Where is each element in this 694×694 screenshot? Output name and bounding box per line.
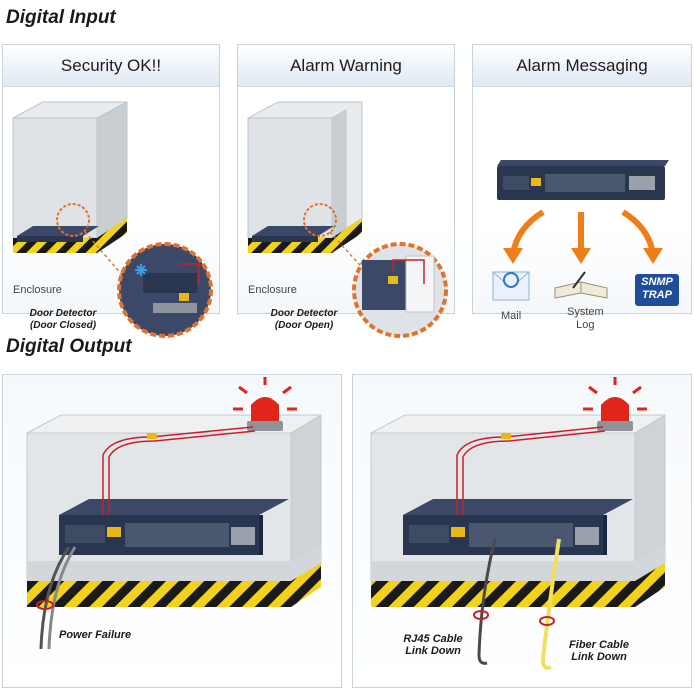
fault-marker-rj45 (473, 610, 489, 620)
fault-marker (36, 600, 54, 610)
network-switch (497, 160, 669, 200)
detector-spot (56, 203, 90, 237)
mail-icon (492, 271, 530, 301)
syslog-label-line1: System (567, 306, 604, 318)
panel-link-down: RJ45 Cable Link Down Fiber Cable Link Do… (352, 374, 692, 688)
snmp-label-line1: SNMP (641, 276, 673, 288)
snmp-trap-text: SNMP TRAP (635, 276, 679, 302)
network-switch (403, 499, 633, 555)
fiber-label-line1: Fiber Cable (569, 639, 629, 651)
fault-marker-fiber (539, 616, 555, 626)
detector-label-text: Door Detector (270, 308, 338, 319)
enclosure-closed-illustration (12, 101, 213, 338)
panel-body: Enclosure Door Detector (Door Open) (238, 88, 454, 338)
snmp-trap-icon (635, 274, 679, 306)
arrow-to-snmp (621, 209, 656, 255)
messaging-illustration (492, 160, 679, 306)
network-switch (59, 499, 289, 555)
digital-input-title: Digital Input (6, 7, 116, 28)
door-detector-label: Door Detector (Door Closed) (13, 308, 113, 332)
panel-security-ok: Security OK!! (2, 44, 220, 338)
rj45-label-line2: Link Down (405, 645, 461, 657)
power-failure-illustration (26, 377, 322, 650)
fiber-cable (540, 538, 561, 670)
panel-alarm-messaging: Alarm Messaging (472, 44, 692, 331)
panel-body: Mail System Log SNMP TRAP (473, 88, 691, 331)
fiber-link-down-label: Fiber Cable Link Down (559, 639, 639, 663)
panel-body: Enclosure Door Detector (Door Closed) (3, 88, 219, 338)
rj45-cable (477, 538, 497, 665)
enclosure-open-illustration (247, 101, 448, 338)
detector-spot (303, 203, 337, 237)
hazard-stripes (371, 563, 665, 607)
digital-output-title: Digital Output (6, 336, 132, 357)
power-cable (39, 546, 71, 650)
hazard-stripes (13, 218, 127, 253)
panel-power-failure: Power Failure (2, 374, 342, 688)
alarm-beacon-icon (583, 377, 647, 431)
alarm-beacon-icon (233, 377, 297, 431)
hazard-stripes (248, 218, 362, 253)
detector-state-text: (Door Open) (274, 320, 334, 331)
arrow-to-mail (510, 209, 545, 255)
panel-heading: Security OK!! (3, 45, 219, 87)
enclosure-label: Enclosure (13, 284, 62, 296)
syslog-label: System Log (567, 306, 604, 332)
rj45-label-line1: RJ45 Cable (403, 633, 463, 645)
hazard-stripes (27, 563, 321, 607)
syslog-label-line2: Log (576, 319, 595, 331)
sparkle-icon (135, 264, 147, 276)
door-detector-label: Door Detector (Door Open) (254, 308, 354, 332)
syslog-book-icon (554, 271, 608, 299)
rj45-link-down-label: RJ45 Cable Link Down (393, 633, 473, 657)
link-down-illustration (370, 377, 666, 670)
detector-state-text: (Door Closed) (29, 320, 97, 331)
panel-heading: Alarm Warning (238, 45, 454, 87)
detector-label-text: Door Detector (29, 308, 97, 319)
fiber-label-line2: Link Down (571, 651, 627, 663)
snmp-label-line2: TRAP (642, 289, 672, 301)
power-failure-label: Power Failure (59, 629, 132, 641)
panel-heading: Alarm Messaging (473, 45, 691, 87)
panel-alarm-warning: Alarm Warning Enclosure Door De (237, 44, 455, 338)
enclosure-label: Enclosure (248, 284, 297, 296)
mail-label: Mail (501, 310, 522, 322)
